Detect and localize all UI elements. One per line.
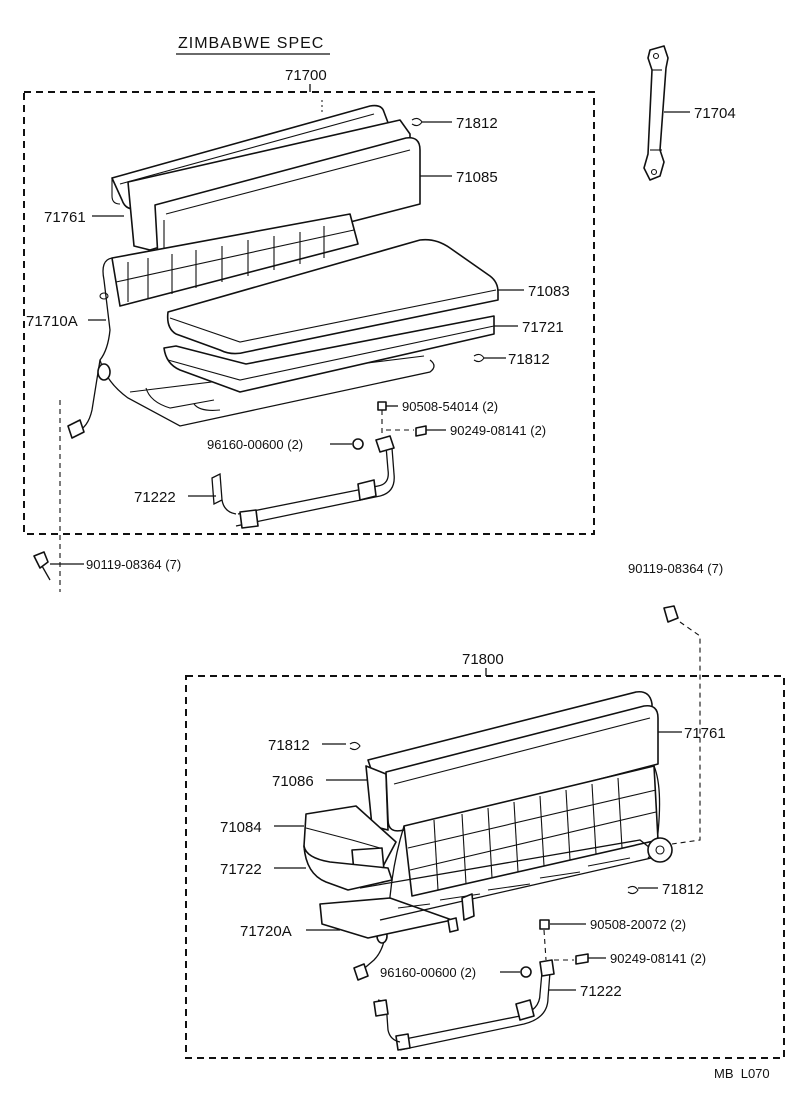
clip-71812-lower-a bbox=[349, 741, 361, 751]
washer-96160-lower bbox=[520, 966, 532, 978]
upper-assembly-frame bbox=[23, 91, 595, 535]
upper-assembly-callouts: 71812 71085 71761 71083 71710A 71721 718… bbox=[26, 115, 570, 506]
label-71812-lower-a: 71812 bbox=[268, 737, 310, 754]
label-90119-left: 90119-08364 (7) bbox=[86, 557, 181, 572]
bolt-90119-left: 90119-08364 (7) bbox=[33, 400, 181, 592]
footer-code: MB L070 bbox=[714, 1066, 770, 1081]
seat-cushion-71083 bbox=[166, 238, 499, 355]
clip-71812-upper-b bbox=[473, 353, 485, 363]
label-71222-upper: 71222 bbox=[134, 489, 176, 506]
lower-assembly: 71800 bbox=[185, 651, 785, 1059]
label-71083: 71083 bbox=[528, 283, 570, 300]
floor-plate-71720a bbox=[319, 837, 673, 939]
bolt-90249-upper bbox=[415, 425, 427, 437]
seat-back-71086 bbox=[365, 690, 659, 832]
label-71720a: 71720A bbox=[240, 923, 292, 940]
label-71084: 71084 bbox=[220, 819, 262, 836]
nut-90508-lower bbox=[539, 919, 550, 930]
bolt-90119-right: 90119-08364 (7) bbox=[628, 561, 723, 845]
label-90249-lower: 90249-08141 (2) bbox=[610, 951, 706, 966]
label-71722: 71722 bbox=[220, 861, 262, 878]
label-71761-upper: 71761 bbox=[44, 209, 86, 226]
seat-base-71721 bbox=[163, 315, 495, 393]
label-71812-lower-b: 71812 bbox=[662, 881, 704, 898]
bracket-71222-upper bbox=[211, 435, 395, 529]
upper-assembly: 71700 bbox=[23, 67, 595, 535]
lower-assembly-frame bbox=[185, 675, 785, 1059]
clip-71812-upper-a bbox=[411, 117, 423, 127]
label-71812-upper-b: 71812 bbox=[508, 351, 550, 368]
label-71222-lower: 71222 bbox=[580, 983, 622, 1000]
label-71085: 71085 bbox=[456, 169, 498, 186]
washer-96160-upper bbox=[352, 438, 364, 450]
lower-assembly-callouts: 71812 71761 71086 71084 71722 71812 7172… bbox=[220, 725, 726, 1000]
upper-assembly-number: 71700 bbox=[285, 67, 327, 84]
label-71704: 71704 bbox=[694, 105, 736, 122]
bracket-71222-lower bbox=[373, 959, 555, 1051]
clip-71812-lower-b bbox=[627, 885, 639, 895]
label-96160-lower: 96160-00600 (2) bbox=[380, 965, 476, 980]
label-71721: 71721 bbox=[522, 319, 564, 336]
label-90508-upper: 90508-54014 (2) bbox=[402, 399, 498, 414]
lower-assembly-number: 71800 bbox=[462, 651, 504, 668]
label-96160-upper: 96160-00600 (2) bbox=[207, 437, 303, 452]
bolt-90249-lower bbox=[575, 953, 589, 965]
label-90119-right: 90119-08364 (7) bbox=[628, 561, 723, 576]
spec-title: ZIMBABWE SPEC bbox=[178, 35, 324, 52]
label-71761-lower: 71761 bbox=[684, 725, 726, 742]
label-90508-lower: 90508-20072 (2) bbox=[590, 917, 686, 932]
label-71710a: 71710A bbox=[26, 313, 78, 330]
label-90249-upper: 90249-08141 (2) bbox=[450, 423, 546, 438]
label-71812-upper-a: 71812 bbox=[456, 115, 498, 132]
label-71086: 71086 bbox=[272, 773, 314, 790]
strap-71704: 71704 bbox=[643, 45, 736, 181]
nut-90508-upper bbox=[377, 401, 387, 411]
